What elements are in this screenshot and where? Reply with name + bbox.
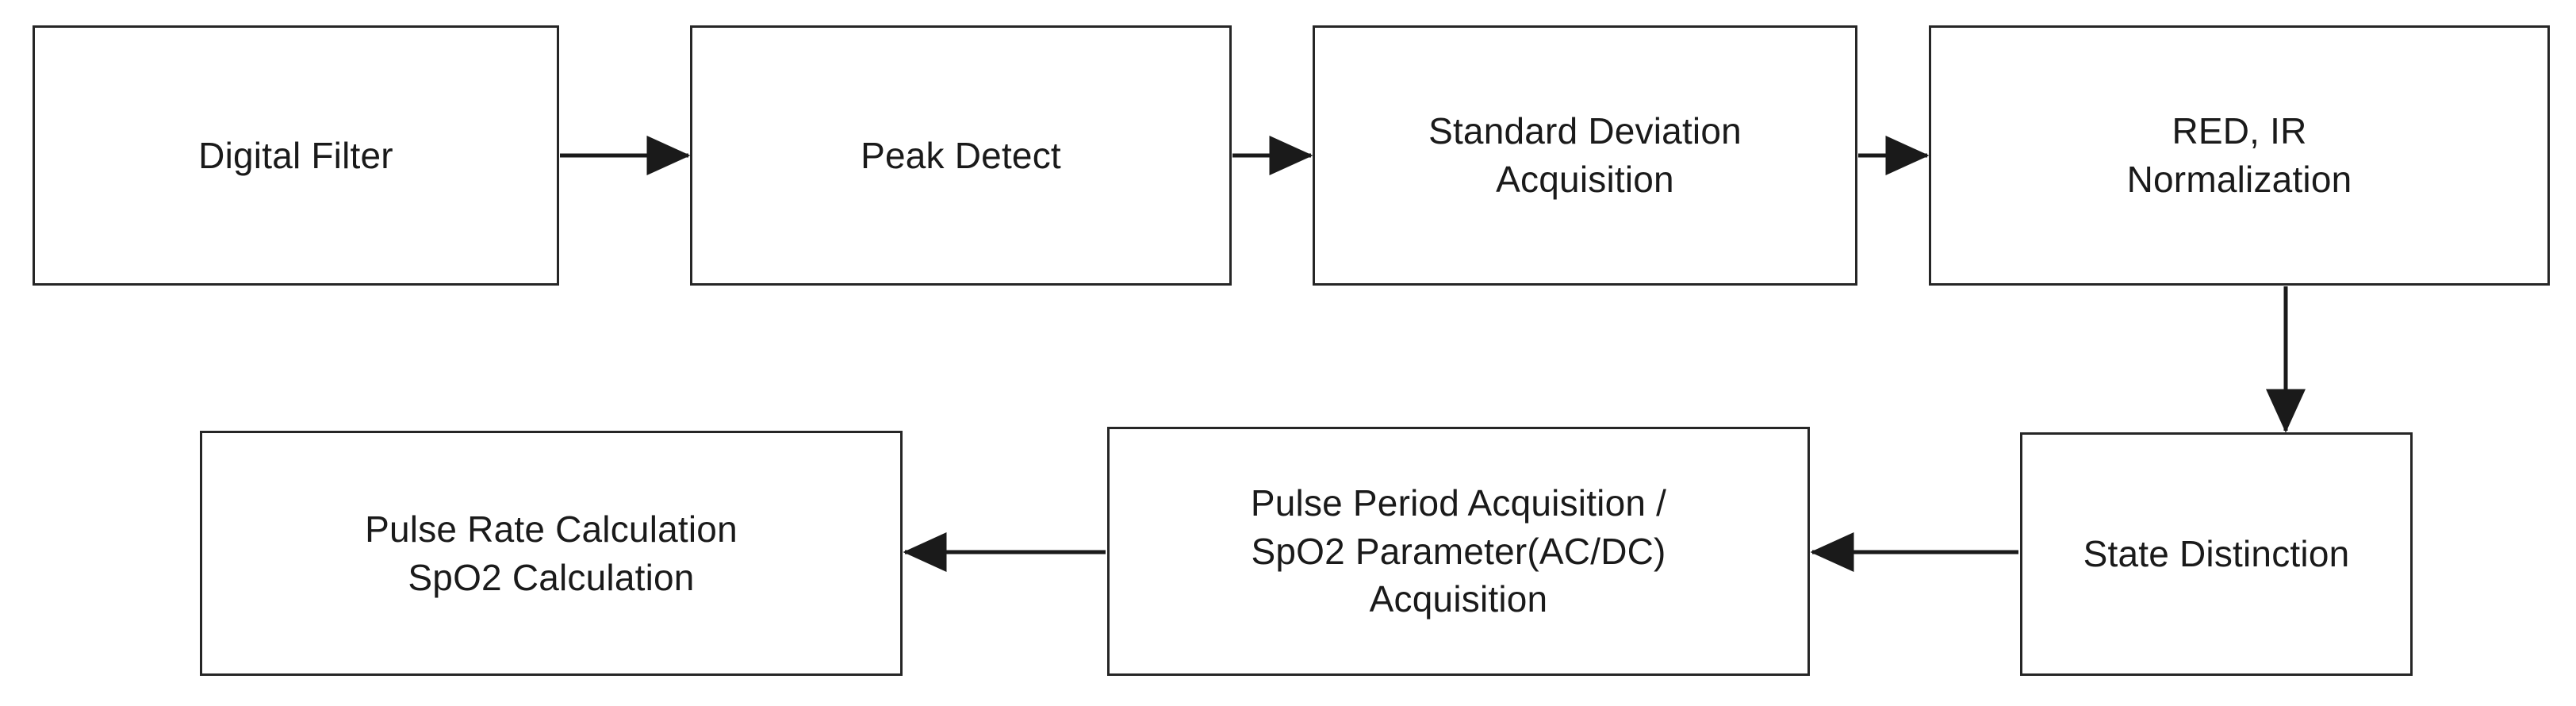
node-pulse-period-spo2-parameter-acquisition[interactable]: Pulse Period Acquisition / SpO2 Paramete… (1107, 427, 1810, 676)
node-standard-deviation-acquisition[interactable]: Standard Deviation Acquisition (1313, 25, 1857, 286)
node-peak-detect[interactable]: Peak Detect (690, 25, 1232, 286)
node-state-distinction[interactable]: State Distinction (2020, 432, 2413, 676)
node-standard-deviation-acquisition-label: Standard Deviation Acquisition (1428, 110, 1742, 200)
node-pulse-period-spo2-parameter-acquisition-label: Pulse Period Acquisition / SpO2 Paramete… (1250, 482, 1667, 620)
node-state-distinction-label: State Distinction (2083, 533, 2350, 575)
node-red-ir-normalization[interactable]: RED, IR Normalization (1929, 25, 2550, 286)
node-digital-filter-label: Digital Filter (198, 134, 393, 176)
node-pulse-rate-spo2-calculation[interactable]: Pulse Rate Calculation SpO2 Calculation (200, 431, 903, 676)
node-digital-filter[interactable]: Digital Filter (33, 25, 559, 286)
node-peak-detect-label: Peak Detect (861, 134, 1061, 176)
node-red-ir-normalization-label: RED, IR Normalization (2126, 110, 2352, 200)
node-pulse-rate-spo2-calculation-label: Pulse Rate Calculation SpO2 Calculation (365, 508, 738, 598)
